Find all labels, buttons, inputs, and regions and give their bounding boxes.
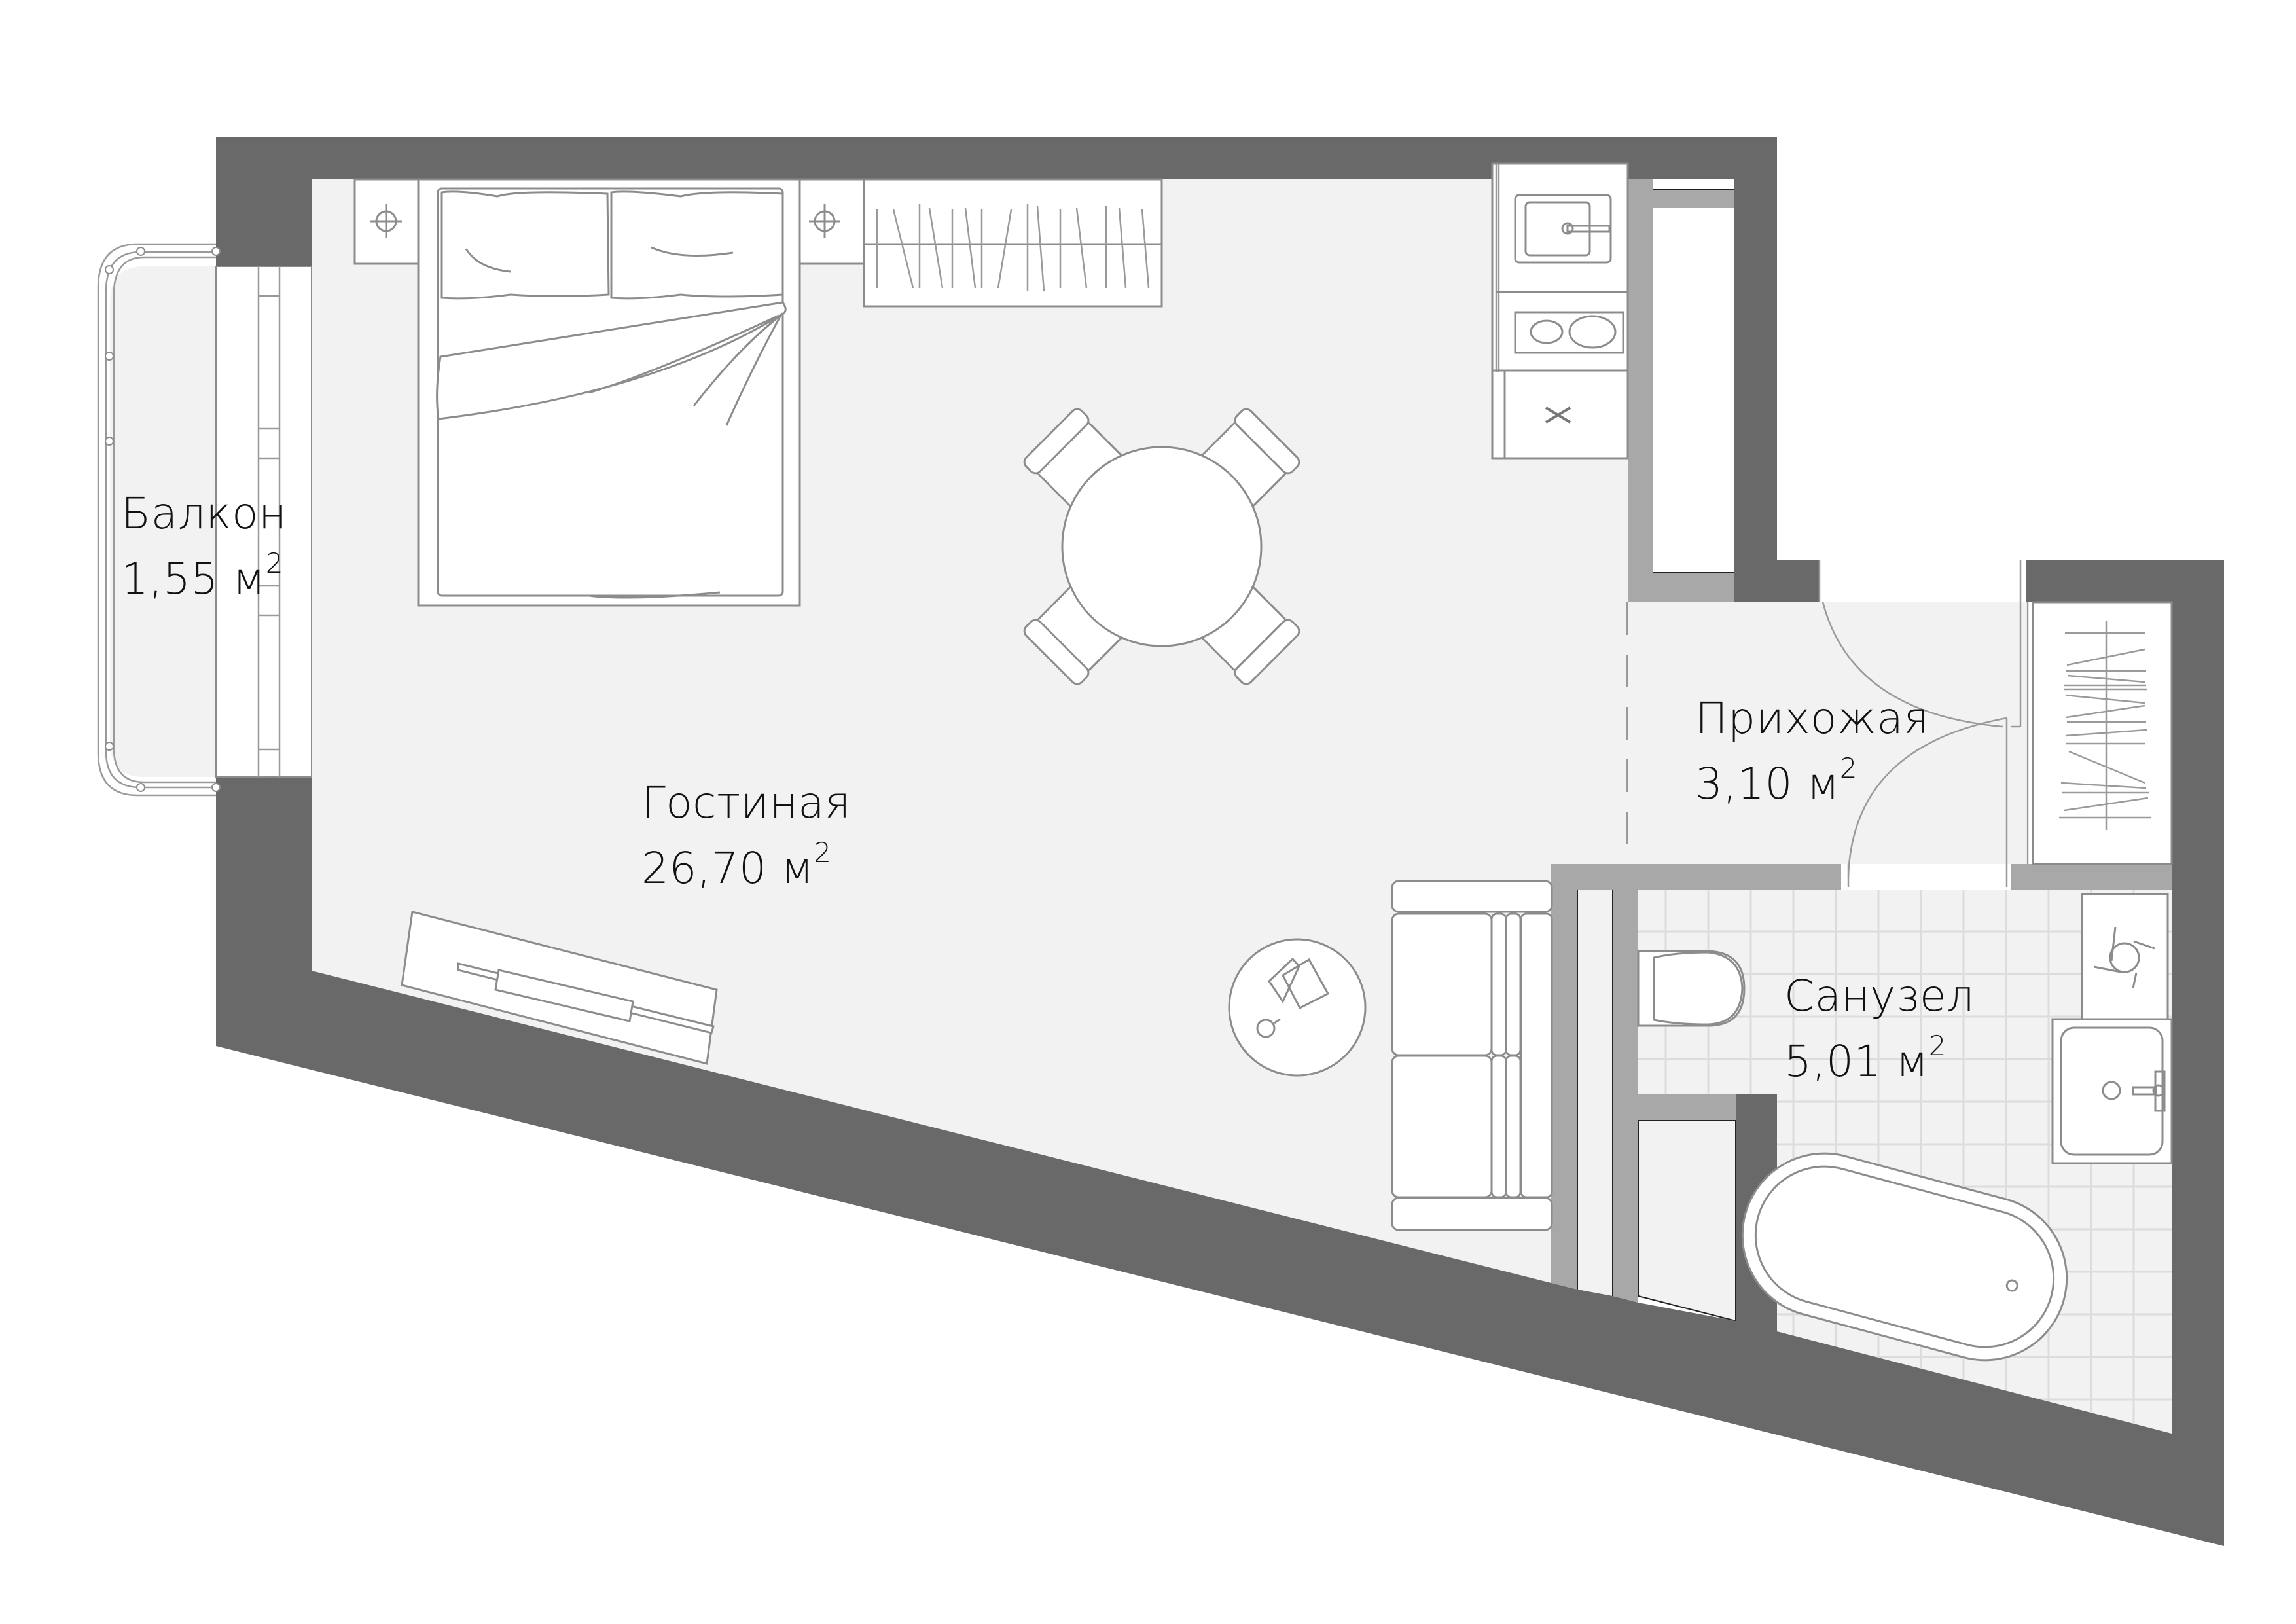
washbasin-icon [2051, 1018, 2173, 1164]
room-label-hallway: Прихожая 3,10 м2 [1695, 686, 1929, 817]
walls [216, 137, 2224, 1546]
room-area: 1,55 м2 [121, 547, 283, 605]
room-area: 5,01 м2 [1784, 1030, 1946, 1087]
wall-hall-stub [1777, 560, 1820, 602]
coffee-table-icon [1228, 938, 1367, 1077]
room-label-living: Гостиная 26,70 м2 [641, 770, 851, 901]
balcony-railing-icon [97, 243, 221, 797]
room-name: Санузел [1784, 971, 1975, 1021]
partitions [1551, 164, 2172, 1303]
kitchen-sink-icon [1514, 194, 1612, 264]
sofa-icon [1391, 880, 1553, 1231]
room-name: Гостиная [641, 778, 851, 828]
hall-wardrobe-icon [2026, 601, 2173, 865]
bathtub-icon [1741, 1152, 2068, 1362]
hallway-floor [1627, 602, 2026, 864]
room-area: 26,70 м2 [641, 837, 832, 894]
dining-table-icon [1061, 446, 1263, 647]
fridge-niche-icon [1652, 207, 1735, 573]
room-label-bathroom: Санузел 5,01 м2 [1784, 964, 1975, 1094]
wall-bottom [216, 560, 2224, 1546]
cooktop-icon [1514, 311, 1624, 354]
room-label-balcony: Балкон 1,55 м2 [121, 481, 287, 612]
balcony-window-icon [215, 266, 312, 778]
double-bed-icon [417, 178, 801, 607]
shaft-left [1577, 889, 1613, 1297]
shaft-bottom [1638, 1119, 1736, 1322]
toilet-icon [1637, 950, 1746, 1027]
room-area: 3,10 м2 [1695, 752, 1857, 810]
washing-machine-icon [2081, 893, 2169, 1022]
room-name: Балкон [121, 488, 287, 539]
room-name: Прихожая [1695, 693, 1929, 744]
tv-stand-icon [401, 911, 718, 1065]
balcony-floor [110, 266, 216, 777]
wardrobe-icon [863, 178, 1163, 308]
dishwasher-icon [1545, 406, 1571, 424]
entrance-door-icon [1818, 560, 2026, 728]
bathroom-door-icon [1841, 717, 2011, 890]
nightstand-lamp-icon [353, 178, 867, 265]
